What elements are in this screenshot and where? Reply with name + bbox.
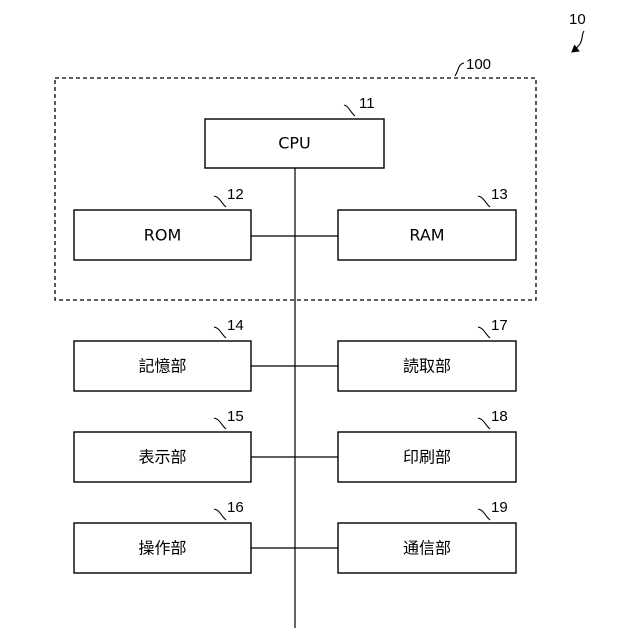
cpu-label: CPU <box>278 134 311 153</box>
system-ref-label: 10 <box>569 11 586 28</box>
communication-label: 通信部 <box>403 539 451 558</box>
ram-ref: 13 <box>491 186 508 203</box>
reading-ref-leader <box>478 327 490 338</box>
display-ref: 15 <box>227 408 244 425</box>
rom-ref-leader <box>214 196 226 207</box>
operation-ref-leader <box>214 509 226 520</box>
printing-ref-leader <box>478 418 490 429</box>
printing-label: 印刷部 <box>403 448 451 467</box>
group-ref-label: 100 <box>466 56 491 73</box>
communication-ref: 19 <box>491 499 508 516</box>
system-ref-arrow <box>572 31 584 52</box>
reading-label: 読取部 <box>403 357 451 376</box>
rom-ref: 12 <box>227 186 244 203</box>
ram-ref-leader <box>478 196 490 207</box>
display-label: 表示部 <box>138 448 186 467</box>
operation-label: 操作部 <box>138 539 186 558</box>
ram-label: RAM <box>409 226 444 245</box>
printing-ref: 18 <box>491 408 508 425</box>
display-ref-leader <box>214 418 226 429</box>
reading-ref: 17 <box>491 317 508 334</box>
storage-ref: 14 <box>227 317 244 334</box>
cpu-ref-leader <box>344 105 355 116</box>
rom-label: ROM <box>144 226 182 245</box>
storage-ref-leader <box>214 327 226 338</box>
communication-ref-leader <box>478 509 490 520</box>
cpu-ref: 11 <box>359 95 375 112</box>
group-ref-leader <box>455 63 464 76</box>
operation-ref: 16 <box>227 499 244 516</box>
storage-label: 記憶部 <box>138 357 186 376</box>
